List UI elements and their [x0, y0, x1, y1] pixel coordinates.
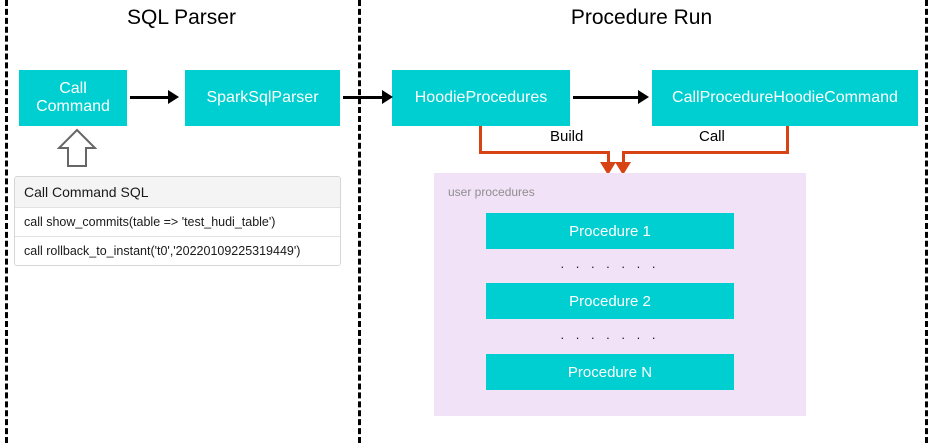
node-hoodie-procedures[interactable]: HoodieProcedures: [392, 70, 570, 126]
build-connector-label: Build: [545, 128, 589, 145]
swimlane-divider-middle: [358, 0, 361, 443]
build-connector-segment: [607, 151, 610, 165]
arrow-head-icon-2: [382, 90, 393, 104]
build-arrow-head-icon: [600, 162, 616, 175]
arrow-hoodie-procedures-to-call-procedure-hoodie-command: [573, 96, 640, 99]
procedure-item[interactable]: Procedure 1: [486, 213, 734, 249]
swimlane-divider-left: [5, 0, 8, 443]
arrow-call-command-to-spark-sql-parser: [130, 96, 171, 99]
user-procedures-label: user procedures: [448, 185, 535, 199]
sql-table-row: call rollback_to_instant('t0','202201092…: [15, 237, 340, 265]
sql-table-row: call show_commits(table => 'test_hudi_ta…: [15, 208, 340, 237]
node-call-command-line2: Command: [36, 98, 110, 115]
call-connector-segment: [622, 151, 789, 154]
procedure-list-ellipsis: . . . . . . .: [560, 256, 660, 271]
lane-title-procedure-run: Procedure Run: [570, 6, 713, 29]
node-spark-sql-parser[interactable]: SparkSqlParser: [185, 70, 340, 126]
procedure-list-ellipsis: . . . . . . .: [560, 327, 660, 342]
sql-table-header: Call Command SQL: [15, 177, 340, 208]
build-connector-segment: [479, 151, 610, 154]
hollow-up-arrow-icon: [57, 128, 97, 167]
arrow-head-icon-1: [168, 90, 179, 104]
lane-title-sql-parser: SQL Parser: [127, 6, 236, 29]
build-connector-segment: [479, 126, 482, 154]
swimlane-divider-right: [925, 0, 928, 443]
call-arrow-head-icon: [615, 162, 631, 175]
call-connector-label: Call: [694, 128, 730, 145]
user-procedures-panel: user procedures Procedure 1 . . . . . . …: [434, 173, 806, 416]
node-call-procedure-hoodie-command[interactable]: CallProcedureHoodieCommand: [652, 70, 918, 126]
arrow-head-icon-3: [638, 90, 649, 104]
call-command-sql-table: Call Command SQL call show_commits(table…: [14, 176, 341, 266]
procedure-item[interactable]: Procedure 2: [486, 283, 734, 319]
arrow-spark-sql-parser-to-hoodie-procedures: [343, 96, 386, 99]
node-call-command-line1: Call: [59, 79, 87, 97]
call-connector-segment: [786, 126, 789, 154]
call-connector-segment: [622, 151, 625, 165]
procedure-item[interactable]: Procedure N: [486, 354, 734, 390]
node-call-command[interactable]: Call Command: [19, 70, 127, 126]
